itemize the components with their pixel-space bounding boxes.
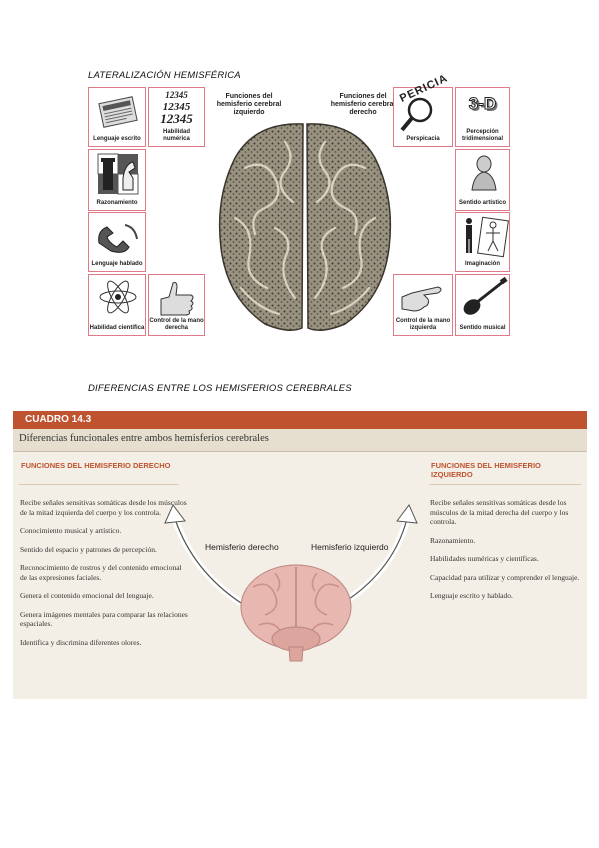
cuadro-header-bar: CUADRO 14.3 <box>13 411 587 429</box>
list-item: Razonamiento. <box>430 535 476 545</box>
list-item: Sentido del espacio y patrones de percep… <box>20 544 157 554</box>
figures-icon <box>466 216 509 258</box>
left-hemisphere-title: Funciones del hemisferio cerebral izquie… <box>216 93 282 116</box>
list-item: Genera imágenes mentales para comparar l… <box>20 609 188 629</box>
tile-imaginacion: Imaginación <box>455 212 510 272</box>
tile-caption: Razonamiento <box>96 200 138 206</box>
tile-caption: Perspicacia <box>406 136 440 142</box>
tile-lenguaje-hablado: Lenguaje hablado <box>88 212 146 272</box>
magnifier-icon <box>400 97 433 132</box>
tile-razonamiento: Razonamiento <box>88 149 146 211</box>
list-item: Recibe señales sensitivas somáticas desd… <box>430 498 569 526</box>
chess-icon <box>97 153 139 195</box>
brain-top-illustration <box>218 123 392 331</box>
thumbs-up-icon <box>160 282 194 316</box>
lateralizacion-heading: LATERALIZACIÓN HEMISFÉRICA <box>88 70 241 81</box>
tile-caption: Sentido musical <box>459 325 506 331</box>
tile-caption: Habilidad científica <box>89 325 145 331</box>
tile-perspicacia: PERICIA Perspicacia <box>393 72 453 147</box>
cuadro-subtitle-bar: Diferencias funcionales entre ambos hemi… <box>13 429 587 452</box>
arrow-right-head <box>396 504 418 524</box>
right-header-rule <box>429 484 581 485</box>
list-item: Lenguaje escrito y hablado. <box>430 591 513 600</box>
tile-caption: Percepción tridimensional <box>461 129 503 142</box>
tile-control-mano-izquierda: Control de la mano izquierda <box>393 274 453 336</box>
left-function-list: Recibe señales sensitivas somáticas desd… <box>20 498 190 656</box>
number-row: 12345 <box>165 90 188 100</box>
tile-habilidad-cientifica: Habilidad científica <box>88 274 146 336</box>
tile-caption: Control de la mano derecha <box>149 318 204 331</box>
telephone-icon <box>98 224 138 253</box>
right-hemisphere-title: Funciones del hemisferio cerebral derech… <box>330 93 396 116</box>
three-d-icon: 3-D <box>468 94 497 114</box>
tile-caption: Imaginación <box>464 261 500 267</box>
numbers-icon: 12345 12345 12345 <box>149 89 204 125</box>
atom-icon <box>99 280 137 314</box>
tile-caption: Sentido artístico <box>458 200 506 206</box>
tile-habilidad-numerica: 12345 12345 12345 Habilidad numérica <box>148 87 205 147</box>
number-row: 12345 <box>160 111 193 126</box>
cuadro-subtitle: Diferencias funcionales entre ambos hemi… <box>19 433 269 444</box>
right-column-header: FUNCIONES DEL HEMISFERIO IZQUIERDO <box>431 461 541 479</box>
right-function-list: Recibe señales sensitivas somáticas desd… <box>430 498 582 610</box>
brain-side-illustration <box>164 504 418 662</box>
guitar-icon <box>463 276 508 315</box>
tile-sentido-artistico: Sentido artístico <box>455 149 510 211</box>
left-column-header: FUNCIONES DEL HEMISFERIO DERECHO <box>21 461 171 470</box>
pointing-hand-icon <box>401 286 442 312</box>
brain-label-derecho: Hemisferio derecho <box>205 542 279 552</box>
tile-control-mano-derecha: Control de la mano derecha <box>148 274 205 336</box>
tile-caption: Control de la mano izquierda <box>395 318 451 331</box>
list-item: Reconocimiento de rostros y del contenid… <box>20 563 182 582</box>
sculpture-icon <box>471 155 497 191</box>
diferencias-heading: DIFERENCIAS ENTRE LOS HEMISFERIOS CEREBR… <box>88 383 352 394</box>
tile-caption: Lenguaje hablado <box>91 261 143 267</box>
list-item: Recibe señales sensitivas somáticas desd… <box>20 498 187 517</box>
cuadro-panel: CUADRO 14.3 Diferencias funcionales entr… <box>13 411 587 699</box>
list-item: Habilidades numéricas y científicas. <box>430 554 539 563</box>
tile-caption: Habilidad numérica <box>162 129 190 142</box>
number-row: 12345 <box>162 101 191 113</box>
left-header-rule <box>19 484 179 485</box>
cuadro-label: CUADRO 14.3 <box>25 414 92 425</box>
arrow-left-head <box>164 504 186 524</box>
tile-lenguaje-escrito: Lenguaje escrito <box>88 87 146 147</box>
brain-label-izquierdo: Hemisferio izquierdo <box>311 542 389 552</box>
list-item: Conocimiento musical y artístico. <box>20 526 122 535</box>
tile-caption: Lenguaje escrito <box>93 136 141 142</box>
tile-sentido-musical: Sentido musical <box>455 274 510 336</box>
list-item: Identifica y discrimina diferentes olore… <box>20 637 142 647</box>
list-item: Capacidad para utilizar y comprender el … <box>430 572 580 582</box>
list-item: Genera el contenido emocional del lengua… <box>20 591 154 600</box>
tile-percepcion: 3-D Percepción tridimensional <box>455 87 510 147</box>
newspaper-icon <box>98 96 138 128</box>
